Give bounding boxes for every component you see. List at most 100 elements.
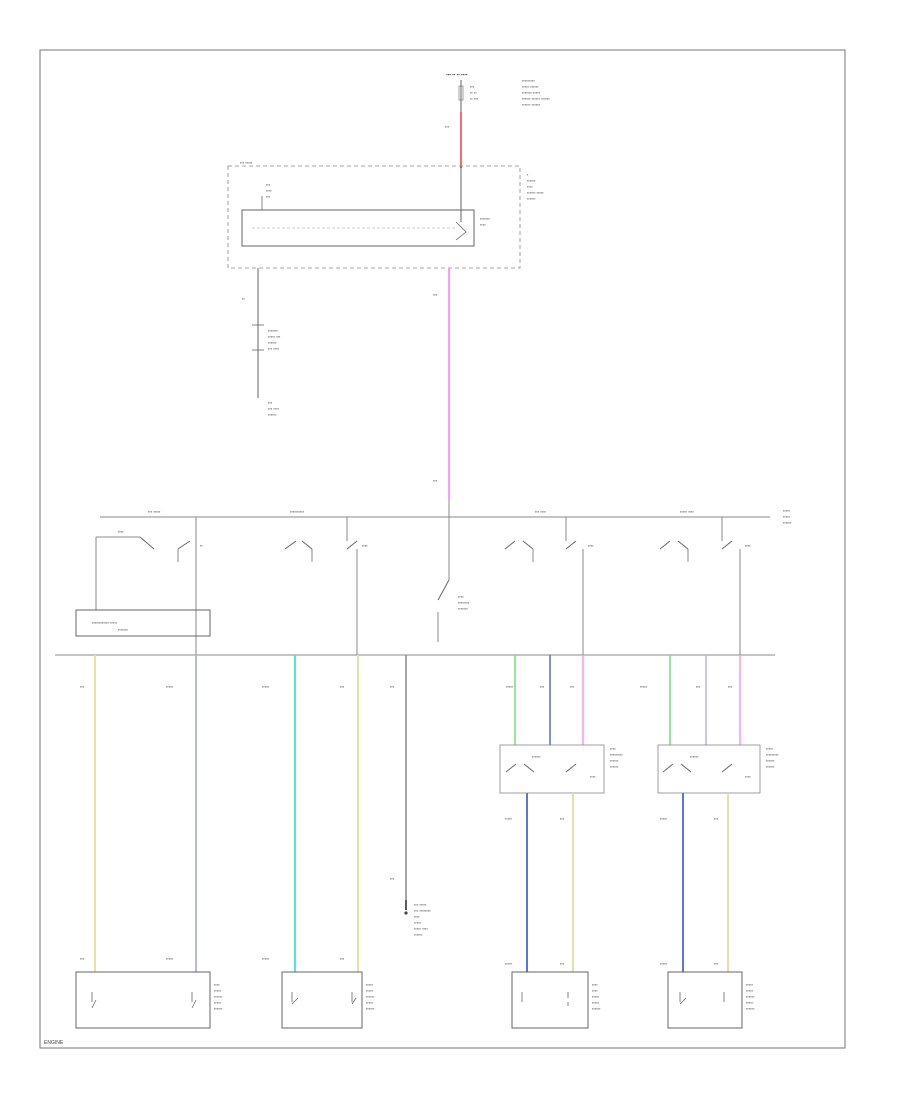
svg-text:▪▪▪: ▪▪▪ (470, 84, 475, 89)
svg-text:▪▪▪▪▪: ▪▪▪▪▪ (592, 994, 600, 999)
svg-text:▪▪▪: ▪▪▪ (266, 182, 271, 187)
svg-text:▪▪▪▪▪▪: ▪▪▪▪▪▪ (610, 758, 619, 763)
svg-text:▪▪▪▪▪: ▪▪▪▪▪ (505, 816, 513, 821)
svg-text:▪▪ ▪▪: ▪▪ ▪▪ (470, 90, 477, 95)
svg-text:▪▪▪: ▪▪▪ (540, 684, 545, 689)
svg-text:▪▪▪▪▪ ▪▪▪: ▪▪▪▪▪ ▪▪▪ (268, 334, 281, 339)
svg-text:▪▪▪▪▪: ▪▪▪▪▪ (746, 988, 754, 993)
svg-text:▪▪▪▪▪: ▪▪▪▪▪ (766, 746, 774, 751)
svg-text:▪▪▪▪▪▪: ▪▪▪▪▪▪ (214, 1006, 223, 1011)
svg-text:▪▪▪▪▪ ▪▪▪▪: ▪▪▪▪▪ ▪▪▪▪ (414, 926, 428, 931)
svg-text:▪▪▪: ▪▪▪ (560, 961, 565, 966)
svg-text:▪▪▪▪▪▪: ▪▪▪▪▪▪ (366, 1006, 375, 1011)
svg-text:▪▪▪▪▪▪▪▪▪▪: ▪▪▪▪▪▪▪▪▪▪ (290, 509, 305, 514)
svg-text:▪▪ ▪▪▪: ▪▪ ▪▪▪ (470, 96, 479, 101)
svg-text:▪▪▪▪▪▪▪▪▪: ▪▪▪▪▪▪▪▪▪ (610, 752, 623, 757)
svg-text:▪▪▪▪▪▪▪: ▪▪▪▪▪▪▪ (480, 216, 491, 221)
svg-text:▪▪▪▪▪: ▪▪▪▪▪ (166, 684, 174, 689)
svg-text:▪▪▪▪▪▪: ▪▪▪▪▪▪ (366, 994, 375, 999)
svg-text:▪▪▪▪▪: ▪▪▪▪▪ (783, 514, 791, 519)
svg-text:▪▪▪▪: ▪▪▪▪ (527, 184, 533, 189)
svg-text:▪▪▪▪▪: ▪▪▪▪▪ (214, 988, 222, 993)
svg-text:▪▪▪: ▪▪▪ (340, 684, 345, 689)
left-rear-window-motor: ▪▪▪▪ ▪▪▪▪ ▪▪▪▪▪ ▪▪▪▪▪ ▪▪▪▪▪▪ (511, 971, 601, 1029)
svg-text:▪▪▪▪▪ ▪▪▪▪: ▪▪▪▪▪ ▪▪▪▪ (680, 509, 694, 514)
svg-text:▪▪▪▪▪▪: ▪▪▪▪▪▪ (414, 932, 423, 937)
svg-text:▪▪▪▪▪▪: ▪▪▪▪▪▪ (783, 520, 792, 525)
svg-text:▪▪▪▪▪▪: ▪▪▪▪▪▪ (592, 1006, 601, 1011)
svg-text:▪▪▪▪▪▪ ▪▪▪▪▪▪: ▪▪▪▪▪▪ ▪▪▪▪▪▪ (522, 102, 541, 107)
svg-text:▪▪▪▪▪▪: ▪▪▪▪▪▪ (766, 764, 775, 769)
svg-text:▪▪▪▪▪▪▪▪▪: ▪▪▪▪▪▪▪▪▪ (522, 78, 535, 83)
svg-text:▪▪▪ ▪▪▪▪▪: ▪▪▪ ▪▪▪▪▪ (148, 509, 161, 514)
svg-text:▪▪▪: ▪▪▪ (570, 684, 575, 689)
svg-text:▪▪▪▪: ▪▪▪▪ (592, 988, 598, 993)
svg-text:▪▪▪ ▪▪▪▪▪▪▪▪: ▪▪▪ ▪▪▪▪▪▪▪▪ (414, 908, 431, 913)
svg-text:▪▪▪▪▪▪▪: ▪▪▪▪▪▪▪ (118, 627, 129, 632)
svg-text:▪: ▪ (527, 172, 529, 177)
right-front-window-motor: ▪▪▪▪▪ ▪▪▪▪▪ ▪▪▪▪▪▪ ▪▪▪▪▪ ▪▪▪▪▪▪ (281, 971, 375, 1029)
svg-text:▪▪: ▪▪ (200, 543, 203, 548)
master-switch-panel: ▪▪▪ ▪▪▪▪▪ ▪▪▪▪▪▪▪▪▪▪ ▪▪▪ ▪▪▪▪ ▪▪▪▪▪ ▪▪▪▪… (95, 508, 792, 655)
svg-text:▪▪▪▪▪: ▪▪▪▪▪ (783, 508, 791, 513)
svg-text:▪▪▪▪▪▪: ▪▪▪▪▪▪ (268, 412, 277, 417)
svg-text:▪▪▪: ▪▪▪ (80, 956, 85, 961)
svg-text:▪▪▪▪▪: ▪▪▪▪▪ (262, 684, 270, 689)
svg-text:▪▪▪: ▪▪▪ (696, 684, 701, 689)
svg-text:▪▪▪ ▪▪▪▪▪: ▪▪▪ ▪▪▪▪▪ (414, 902, 427, 907)
diagram-border (39, 49, 846, 1049)
svg-text:▪▪▪: ▪▪▪ (80, 684, 85, 689)
svg-text:▪▪▪▪: ▪▪▪▪ (118, 529, 124, 534)
svg-text:▪▪▪▪▪: ▪▪▪▪▪ (660, 816, 668, 821)
svg-text:▪▪: ▪▪ (242, 296, 245, 301)
svg-text:▪▪▪▪: ▪▪▪▪ (480, 222, 486, 227)
svg-text:▪▪▪▪: ▪▪▪▪ (362, 543, 368, 548)
svg-text:▪▪▪▪▪▪▪: ▪▪▪▪▪▪▪ (458, 606, 469, 611)
illumination-module: ▪▪▪▪▪▪▪▪▪▪▪▪ ▪▪▪▪▪ ▪▪▪▪▪▪▪ (75, 609, 211, 637)
svg-text:▪▪▪▪▪: ▪▪▪▪▪ (505, 961, 513, 966)
svg-text:▪▪▪▪▪: ▪▪▪▪▪ (366, 982, 374, 987)
svg-text:▪▪▪▪▪▪ ▪▪▪▪▪▪ ▪▪▪▪▪▪: ▪▪▪▪▪▪ ▪▪▪▪▪▪ ▪▪▪▪▪▪ (522, 96, 550, 101)
svg-text:▪▪▪▪▪▪: ▪▪▪▪▪▪ (610, 764, 619, 769)
left-rear-switch: ▪▪▪▪▪▪ ▪▪▪▪ ▪▪▪▪ ▪▪▪▪▪▪▪▪▪ ▪▪▪▪▪▪ ▪▪▪▪▪▪… (499, 655, 623, 794)
svg-text:▪▪▪: ▪▪▪ (266, 194, 271, 199)
svg-text:▪▪▪▪▪: ▪▪▪▪▪ (366, 988, 374, 993)
svg-text:▪▪▪▪▪: ▪▪▪▪▪ (214, 1000, 222, 1005)
svg-text:▪▪▪▪: ▪▪▪▪ (745, 543, 751, 548)
svg-text:▪▪▪ ▪▪▪▪: ▪▪▪ ▪▪▪▪ (535, 509, 547, 514)
svg-text:▪▪▪▪▪: ▪▪▪▪▪ (592, 1000, 600, 1005)
left-front-window-motor: ▪▪▪▪ ▪▪▪▪▪ ▪▪▪▪▪▪ ▪▪▪▪▪ ▪▪▪▪▪▪ (75, 971, 223, 1029)
svg-text:▪▪▪▪▪▪: ▪▪▪▪▪▪ (268, 340, 277, 345)
svg-text:▪▪▪▪▪▪: ▪▪▪▪▪▪ (214, 994, 223, 999)
svg-text:▪▪▪▪: ▪▪▪▪ (745, 774, 751, 779)
svg-text:▪▪▪: ▪▪▪ (728, 684, 733, 689)
svg-text:▪▪▪▪: ▪▪▪▪ (266, 188, 272, 193)
svg-text:▪▪▪▪▪▪: ▪▪▪▪▪▪ (690, 754, 699, 759)
svg-text:▪▪▪ ▪▪▪▪: ▪▪▪ ▪▪▪▪ (268, 346, 280, 351)
svg-text:▪▪▪▪▪▪▪▪: ▪▪▪▪▪▪▪▪ (458, 600, 470, 605)
svg-text:▪▪▪▪▪: ▪▪▪▪▪ (366, 1000, 374, 1005)
svg-text:▪▪▪ ▪▪▪▪: ▪▪▪ ▪▪▪▪ (268, 406, 280, 411)
svg-text:▪▪▪: ▪▪▪ (445, 124, 450, 129)
svg-text:▪▪▪▪▪▪▪▪▪: ▪▪▪▪▪▪▪▪▪ (766, 752, 779, 757)
svg-text:▪▪▪▪: ▪▪▪▪ (458, 594, 464, 599)
svg-text:▪▪▪▪▪▪ ▪▪▪▪▪: ▪▪▪▪▪▪ ▪▪▪▪▪ (527, 190, 544, 195)
footer-stamp: ENGINE (44, 1040, 64, 1046)
svg-text:▪▪▪▪▪: ▪▪▪▪▪ (746, 1000, 754, 1005)
svg-text:▪▪▪: ▪▪▪ (268, 400, 273, 405)
svg-text:▪▪▪ ▪▪ ▪▪ ▪▪▪▪: ▪▪▪ ▪▪ ▪▪ ▪▪▪▪ (446, 72, 468, 77)
svg-text:▪▪▪▪: ▪▪▪▪ (414, 914, 420, 919)
ground-point-lower: ▪▪▪ ▪▪▪ ▪▪▪ ▪▪▪▪▪ ▪▪▪ ▪▪▪▪▪▪▪▪ ▪▪▪▪ ▪▪▪▪… (390, 655, 431, 937)
svg-text:▪▪▪▪▪: ▪▪▪▪▪ (166, 956, 174, 961)
right-rear-switch: ▪▪▪▪▪▪ ▪▪▪▪ ▪▪▪▪▪ ▪▪▪▪▪▪▪▪▪ ▪▪▪▪▪▪ ▪▪▪▪▪… (640, 655, 779, 794)
svg-text:▪▪▪▪▪: ▪▪▪▪▪ (414, 920, 422, 925)
svg-text:▪▪▪▪▪: ▪▪▪▪▪ (262, 956, 270, 961)
window-lockout-switch: ▪▪▪▪ ▪▪▪▪▪▪▪▪ ▪▪▪▪▪▪▪ (437, 498, 470, 642)
fuse-block: ▪▪▪ ▪▪ ▪▪ ▪▪▪▪ ▪▪▪ ▪▪ ▪▪ ▪▪ ▪▪▪ ▪▪▪▪▪▪▪▪… (446, 72, 550, 112)
svg-text:▪▪▪▪▪: ▪▪▪▪▪ (506, 684, 514, 689)
svg-text:▪▪▪▪▪▪: ▪▪▪▪▪▪ (746, 1006, 755, 1011)
svg-text:▪▪▪▪: ▪▪▪▪ (214, 982, 220, 987)
svg-text:▪▪▪: ▪▪▪ (714, 816, 719, 821)
ground-point: ▪▪ ▪▪▪▪▪▪▪ ▪▪▪▪▪ ▪▪▪ ▪▪▪▪▪▪ ▪▪▪ ▪▪▪▪ ▪▪▪… (242, 268, 281, 417)
